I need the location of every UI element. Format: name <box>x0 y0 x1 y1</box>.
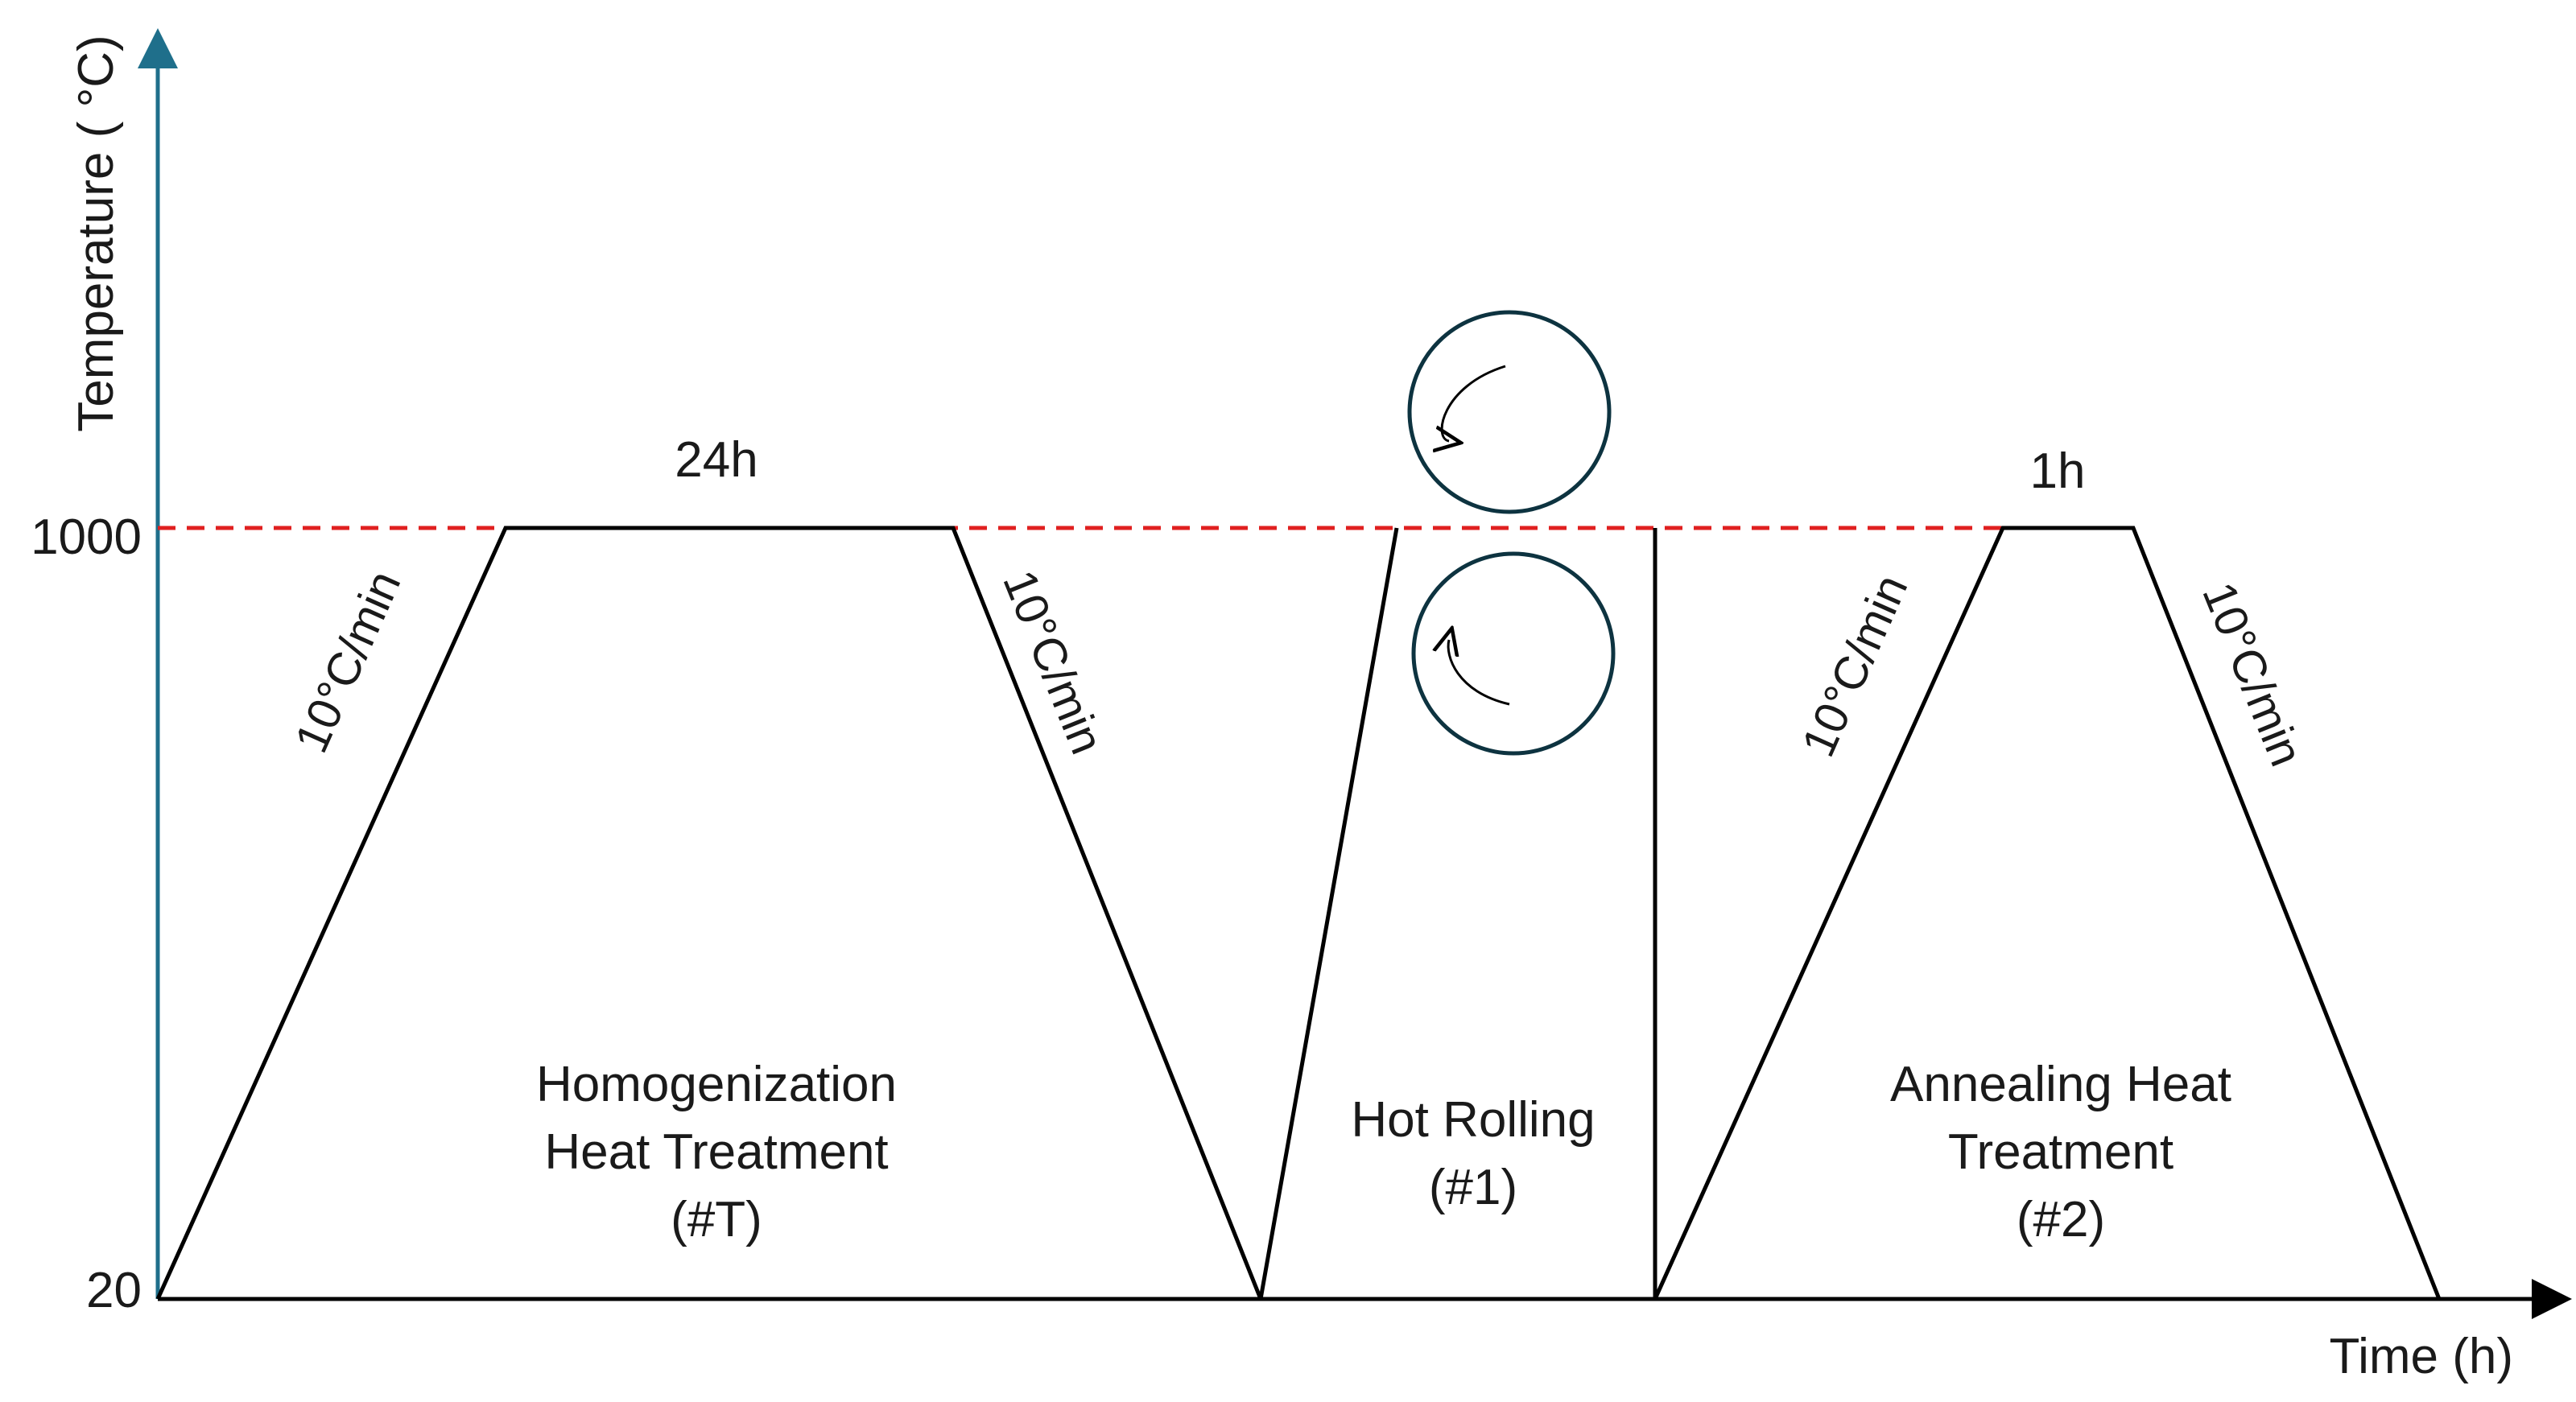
homogenization-heating-rate: 10°C/min <box>285 563 411 761</box>
hot-rolling-title-line2: (#1) <box>1429 1160 1517 1215</box>
annealing-profile <box>1653 526 2442 1301</box>
annealing-title-line3: (#2) <box>2017 1192 2105 1247</box>
y-axis-label: Temperature ( °C) <box>68 35 124 431</box>
hot-rolling-title-line1: Hot Rolling <box>1351 1092 1595 1148</box>
annealing-hold-time: 1h <box>2030 443 2086 499</box>
homogenization-hold-time: 24h <box>675 432 758 488</box>
rolling-mill-rollers-icon <box>1407 310 1616 756</box>
homogenization-title-line2: Heat Treatment <box>544 1124 888 1180</box>
y-tick-1000: 1000 <box>31 509 142 565</box>
annealing-title-line1: Annealing Heat <box>1890 1057 2231 1112</box>
homogenization-cooling-rate: 10°C/min <box>993 563 1113 761</box>
upper-roller-arrow <box>1442 365 1506 441</box>
annealing-heating-rate: 10°C/min <box>1792 567 1918 765</box>
homogenization-title-line1: Homogenization <box>536 1057 897 1112</box>
lower-roller <box>1411 551 1616 756</box>
annealing-cooling-rate: 10°C/min <box>2192 575 2313 773</box>
homogenization-profile <box>155 526 1263 1301</box>
annealing-title-line2: Treatment <box>1948 1124 2174 1180</box>
upper-roller <box>1407 310 1612 514</box>
lower-roller-arrow <box>1448 640 1510 706</box>
hot-rolling-profile <box>1258 527 1399 1300</box>
x-axis-label: Time (h) <box>2330 1329 2513 1384</box>
y-tick-20: 20 <box>86 1263 142 1318</box>
homogenization-title-line3: (#T) <box>671 1192 762 1247</box>
